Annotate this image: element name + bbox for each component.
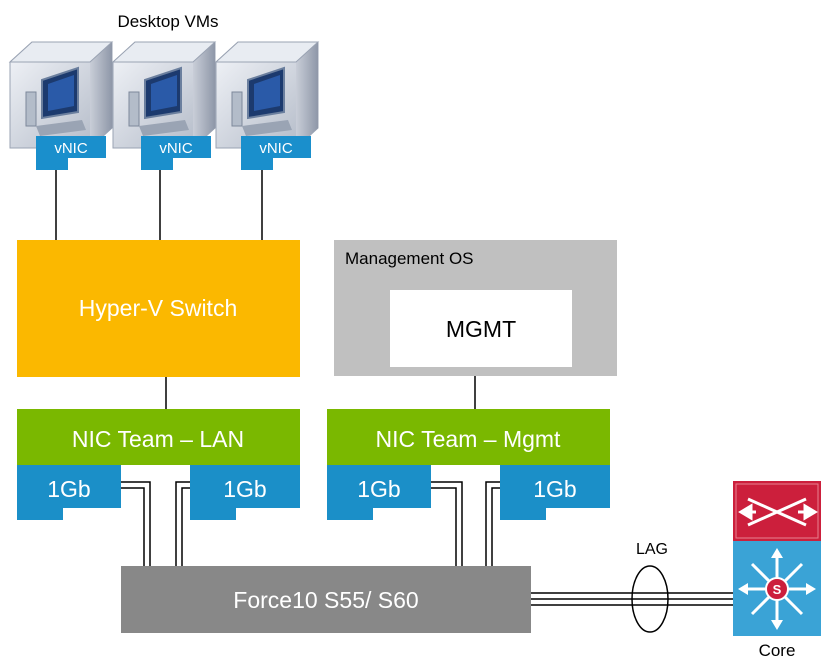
nic-port-label: 1Gb [47, 476, 90, 502]
vnic-1: vNIC [36, 136, 106, 170]
hyperv-switch-label: Hyper-V Switch [79, 295, 237, 321]
vnic-3: vNIC [241, 136, 311, 170]
core-label: Core [759, 641, 796, 660]
nic-port-lan-2: 1Gb [190, 465, 300, 520]
vm-monitor-icon [25, 66, 86, 136]
vm-2 [111, 41, 217, 149]
vm-1 [8, 41, 114, 149]
nic-port-label: 1Gb [533, 476, 576, 502]
nic-port-mgmt-1: 1Gb [327, 465, 431, 520]
port-cables [121, 481, 500, 566]
lag-ellipse [631, 565, 669, 633]
vm-3 [214, 41, 320, 149]
lag-links [531, 592, 738, 606]
nic-port-lan-1: 1Gb [17, 465, 121, 520]
nic-team-mgmt-label: NIC Team – Mgmt [376, 426, 562, 452]
vm-monitor-icon [128, 66, 189, 136]
mgmt-label: MGMT [446, 316, 516, 342]
vnic-2: vNIC [141, 136, 211, 170]
lag-label: LAG [636, 541, 668, 558]
nic-team-lan-label: NIC Team – LAN [72, 426, 244, 452]
nic-port-label: 1Gb [357, 476, 400, 502]
nic-port-label: 1Gb [223, 476, 266, 502]
vnic-label: vNIC [159, 140, 193, 157]
vnic-connectors [55, 170, 263, 240]
nic-port-mgmt-2: 1Gb [500, 465, 610, 520]
mgmt-box [390, 290, 572, 367]
nic-team-mgmt-box [327, 409, 610, 465]
force10-switch-box [121, 566, 531, 633]
nic-team-lan-box [17, 409, 300, 465]
core-switch-icon: S [733, 481, 821, 636]
force10-switch-label: Force10 S55/ S60 [233, 587, 418, 613]
desktop-vms-title: Desktop VMs [117, 12, 218, 31]
vnic-label: vNIC [259, 140, 293, 157]
management-os-label: Management OS [345, 249, 474, 268]
hyperv-switch-box [17, 240, 300, 377]
vm-monitor-icon [231, 66, 292, 136]
vnic-label: vNIC [54, 140, 88, 157]
svg-text:S: S [773, 582, 782, 597]
